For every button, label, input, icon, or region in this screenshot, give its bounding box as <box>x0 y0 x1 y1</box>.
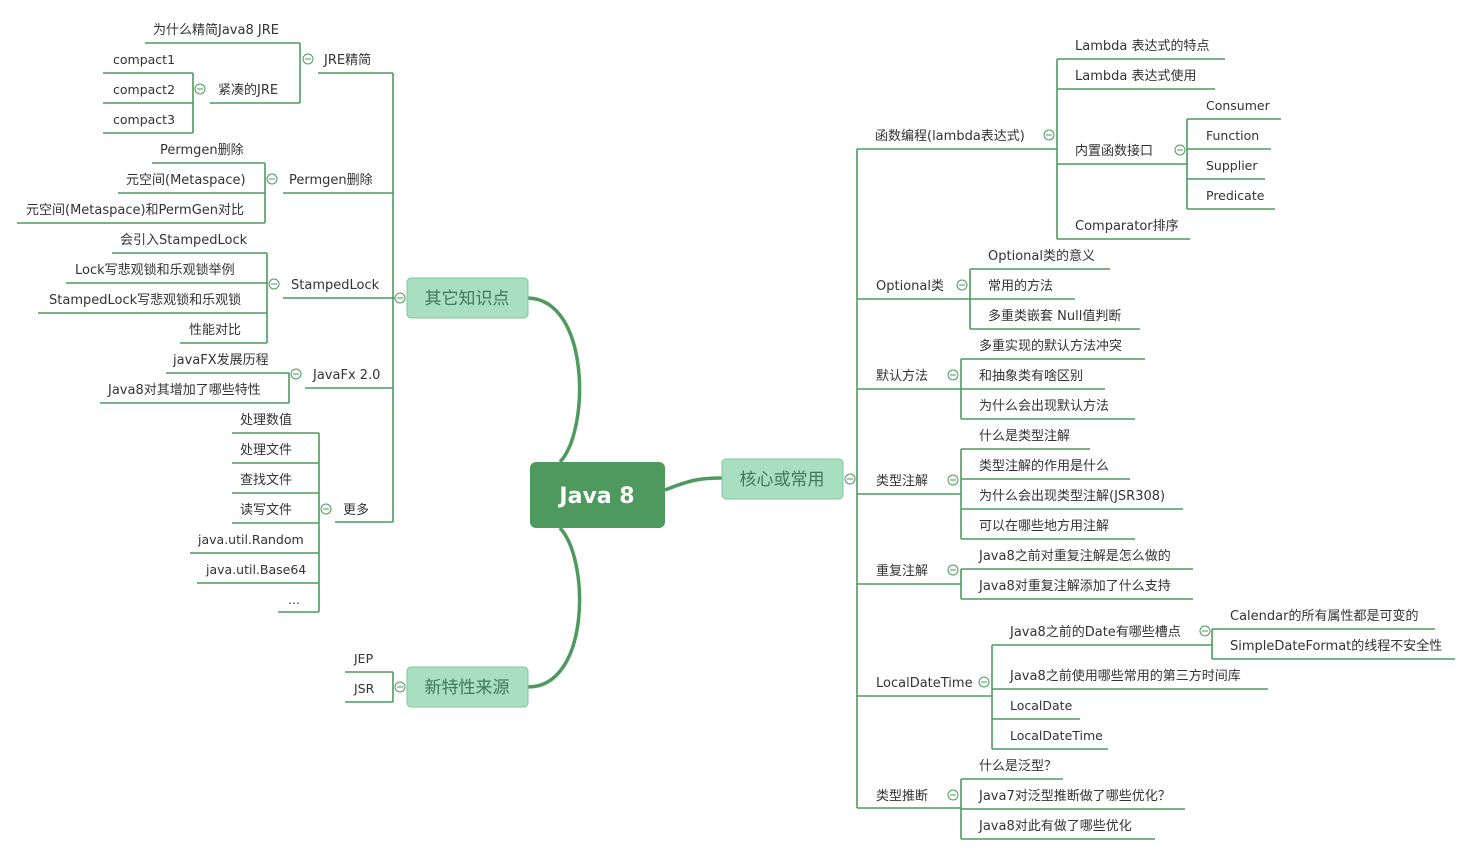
node-lambda[interactable]: 函数编程(lambda表达式) <box>875 129 1025 144</box>
node-comparator[interactable]: Comparator排序 <box>1075 219 1179 234</box>
node-more-1[interactable]: 处理数值 <box>240 412 292 428</box>
node-functional[interactable]: 内置函数接口 <box>1075 143 1153 159</box>
node-more-5[interactable]: java.util.Random <box>197 532 304 547</box>
collapse-toggle-stamped[interactable] <box>268 278 280 290</box>
node-stamped-1[interactable]: 会引入StampedLock <box>120 233 248 248</box>
node-optional-2[interactable]: 常用的方法 <box>988 278 1053 294</box>
node-more-3[interactable]: 查找文件 <box>240 473 292 488</box>
node-more[interactable]: 更多 <box>343 502 369 518</box>
node-infer-3[interactable]: Java8对此有做了哪些优化 <box>978 819 1132 834</box>
node-infer-2[interactable]: Java7对泛型推断做了哪些优化？ <box>978 789 1171 804</box>
node-predicate[interactable]: Predicate <box>1206 188 1265 203</box>
topic-sources-label: 新特性来源 <box>425 678 510 698</box>
node-ldt[interactable]: LocalDateTime <box>876 676 973 691</box>
node-compact-jre[interactable]: 紧凑的JRE <box>218 82 278 98</box>
collapse-toggle-core[interactable] <box>844 473 856 485</box>
collapse-toggle-compact[interactable] <box>194 83 206 95</box>
node-permgen-3[interactable]: 元空间(Metaspace)和PermGen对比 <box>26 203 244 218</box>
node-repeat-2[interactable]: Java8对重复注解添加了什么支持 <box>978 578 1171 594</box>
node-stamped-4[interactable]: 性能对比 <box>189 323 241 338</box>
node-date-2[interactable]: SimpleDateFormat的线程不安全性 <box>1230 638 1442 654</box>
branch-other <box>527 296 582 464</box>
collapse-toggle-typeanno[interactable] <box>947 474 959 486</box>
node-stamped[interactable]: StampedLock <box>291 278 380 293</box>
node-javafx-2[interactable]: Java8对其增加了哪些特性 <box>107 383 261 398</box>
node-jep[interactable]: JEP <box>353 651 374 666</box>
topic-other-label: 其它知识点 <box>425 289 510 309</box>
node-lambda-2[interactable]: Lambda 表达式使用 <box>1075 68 1196 84</box>
node-consumer[interactable]: Consumer <box>1206 98 1271 113</box>
node-more-6[interactable]: java.util.Base64 <box>205 562 306 577</box>
node-jsr[interactable]: JSR <box>353 681 375 696</box>
node-optional[interactable]: Optional类 <box>876 279 944 294</box>
node-infer[interactable]: 类型推断 <box>876 789 928 804</box>
node-optional-3[interactable]: 多重类嵌套 Null值判断 <box>988 308 1121 324</box>
node-supplier[interactable]: Supplier <box>1206 158 1258 173</box>
node-default-3[interactable]: 为什么会出现默认方法 <box>979 398 1109 414</box>
node-repeat[interactable]: 重复注解 <box>876 563 928 579</box>
collapse-toggle-more[interactable] <box>320 503 332 515</box>
node-typeanno-4[interactable]: 可以在哪些地方用注解 <box>979 518 1109 534</box>
collapse-toggle-lambda[interactable] <box>1043 129 1055 141</box>
node-permgen-1[interactable]: Permgen删除 <box>160 143 244 158</box>
node-ldt-2[interactable]: LocalDate <box>1010 698 1073 713</box>
node-optional-1[interactable]: Optional类的意义 <box>988 248 1095 264</box>
node-ldt-3[interactable]: LocalDateTime <box>1010 728 1103 743</box>
node-infer-1[interactable]: 什么是泛型？ <box>979 759 1057 774</box>
node-date-issues[interactable]: Java8之前的Date有哪些槽点 <box>1009 624 1181 640</box>
node-javafx[interactable]: JavaFx 2.0 <box>312 368 380 383</box>
collapse-toggle-other[interactable] <box>394 292 406 304</box>
root-node[interactable] <box>530 462 665 528</box>
node-more-4[interactable]: 读写文件 <box>240 503 292 518</box>
collapse-toggle-date-issues[interactable] <box>1199 625 1211 637</box>
collapse-toggle-infer[interactable] <box>947 789 959 801</box>
branch-sources <box>527 526 582 689</box>
node-ldt-1[interactable]: Java8之前使用哪些常用的第三方时间库 <box>1009 668 1241 684</box>
root-label: Java 8 <box>557 484 634 509</box>
node-jre-why[interactable]: 为什么精简Java8 JRE <box>153 22 279 38</box>
branch-core <box>664 476 723 492</box>
node-typeanno-2[interactable]: 类型注解的作用是什么 <box>979 458 1109 474</box>
node-compact2[interactable]: compact2 <box>113 82 175 97</box>
collapse-toggle-repeat[interactable] <box>947 564 959 576</box>
collapse-toggle-jre[interactable] <box>302 53 314 65</box>
node-function[interactable]: Function <box>1206 128 1259 143</box>
node-typeanno[interactable]: 类型注解 <box>876 474 928 489</box>
node-stamped-3[interactable]: StampedLock写悲观锁和乐观锁 <box>49 292 241 308</box>
node-default-2[interactable]: 和抽象类有啥区别 <box>979 368 1083 384</box>
collapse-toggle-sources[interactable] <box>394 681 406 693</box>
topic-other[interactable] <box>406 277 529 319</box>
topic-core-label: 核心或常用 <box>740 470 825 490</box>
node-default-1[interactable]: 多重实现的默认方法冲突 <box>979 338 1122 354</box>
node-date-1[interactable]: Calendar的所有属性都是可变的 <box>1230 608 1418 624</box>
node-javafx-1[interactable]: javaFX发展历程 <box>172 352 269 368</box>
node-permgen-2[interactable]: 元空间(Metaspace) <box>126 173 246 188</box>
node-compact1[interactable]: compact1 <box>113 52 175 67</box>
node-typeanno-1[interactable]: 什么是类型注解 <box>979 429 1070 444</box>
node-lambda-1[interactable]: Lambda 表达式的特点 <box>1075 38 1209 54</box>
collapse-toggle-ldt[interactable] <box>978 676 990 688</box>
topic-core[interactable] <box>721 458 844 500</box>
node-repeat-1[interactable]: Java8之前对重复注解是怎么做的 <box>978 548 1171 564</box>
node-permgen[interactable]: Permgen删除 <box>289 173 373 188</box>
topic-sources[interactable] <box>406 666 529 708</box>
node-compact3[interactable]: compact3 <box>113 112 175 127</box>
node-jre[interactable]: JRE精简 <box>323 52 371 68</box>
collapse-toggle-optional[interactable] <box>956 279 968 291</box>
node-more-7[interactable]: ... <box>288 592 300 607</box>
collapse-toggle-default[interactable] <box>947 369 959 381</box>
node-stamped-2[interactable]: Lock写悲观锁和乐观锁举例 <box>75 262 235 278</box>
node-more-2[interactable]: 处理文件 <box>240 443 292 458</box>
node-default[interactable]: 默认方法 <box>876 368 928 384</box>
node-typeanno-3[interactable]: 为什么会出现类型注解(JSR308) <box>979 489 1165 504</box>
collapse-toggle-javafx[interactable] <box>290 368 302 380</box>
collapse-toggle-permgen[interactable] <box>266 173 278 185</box>
collapse-toggle-functional[interactable] <box>1174 144 1186 156</box>
